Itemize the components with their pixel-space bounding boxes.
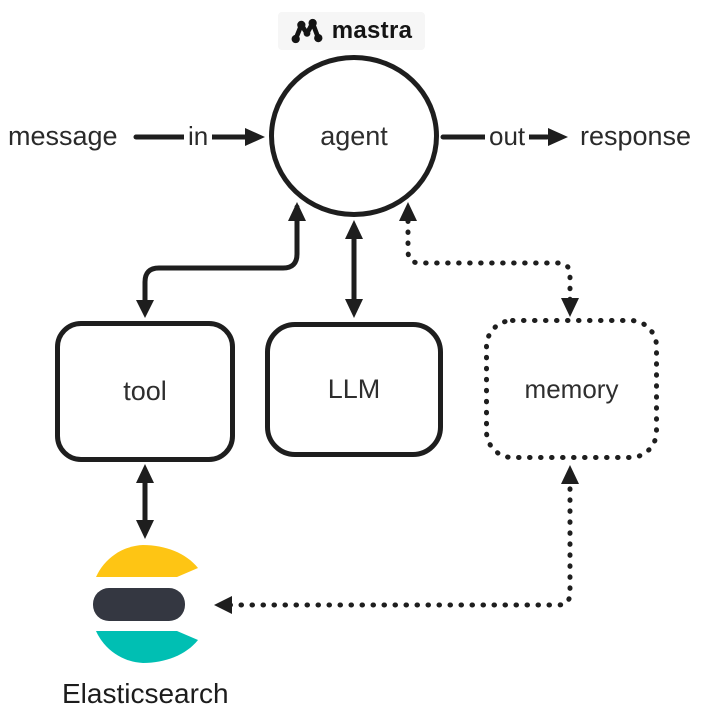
- response-label: response: [580, 121, 692, 151]
- agent-memory-connector: [405, 207, 573, 309]
- elasticsearch-icon: [93, 543, 207, 665]
- agent-tool-connector: [142, 204, 300, 306]
- agent-memory-arrowhead-up: [399, 202, 417, 221]
- message-label: message: [8, 121, 118, 151]
- tool-elasticsearch-arrowhead-up: [136, 464, 154, 483]
- agent-tool-arrowhead-up: [288, 202, 306, 221]
- mastra-logo: mastra: [278, 12, 425, 50]
- memory-elasticsearch-arrowhead-left: [214, 596, 232, 614]
- node-memory: memory: [486, 321, 657, 457]
- brand-name: mastra: [331, 17, 413, 44]
- message-to-agent-arrowhead: [245, 128, 265, 146]
- elasticsearch-logo-bottom-band: [96, 631, 198, 663]
- tool-elasticsearch-arrowhead-down: [136, 520, 154, 539]
- out-edge-label: out: [485, 122, 530, 151]
- memory-elasticsearch-connector: [227, 475, 573, 608]
- elasticsearch-logo-svg: [93, 545, 198, 663]
- node-llm: LLM: [265, 322, 443, 457]
- node-agent: agent: [269, 55, 439, 217]
- agent-llm-arrowhead-up: [345, 220, 363, 239]
- node-tool-label: tool: [123, 376, 167, 406]
- node-memory-label: memory: [524, 373, 619, 404]
- agent-to-response-arrowhead: [548, 128, 568, 146]
- agent-llm-arrowhead-down: [345, 299, 363, 318]
- node-agent-label: agent: [320, 120, 388, 151]
- agent-memory-arrowhead-down: [561, 298, 579, 317]
- node-tool: tool: [55, 321, 235, 462]
- mastra-m-icon: [291, 18, 323, 43]
- memory-box-border: [484, 318, 659, 460]
- memory-elasticsearch-arrowhead-up: [561, 465, 579, 484]
- agent-tool-arrowhead-down: [136, 300, 154, 318]
- elasticsearch-logo-middle-band: [93, 588, 185, 621]
- in-edge-label: in: [184, 122, 213, 151]
- elasticsearch-label: Elasticsearch: [62, 678, 229, 709]
- elasticsearch-logo-top-band: [96, 545, 198, 577]
- node-llm-label: LLM: [327, 374, 381, 404]
